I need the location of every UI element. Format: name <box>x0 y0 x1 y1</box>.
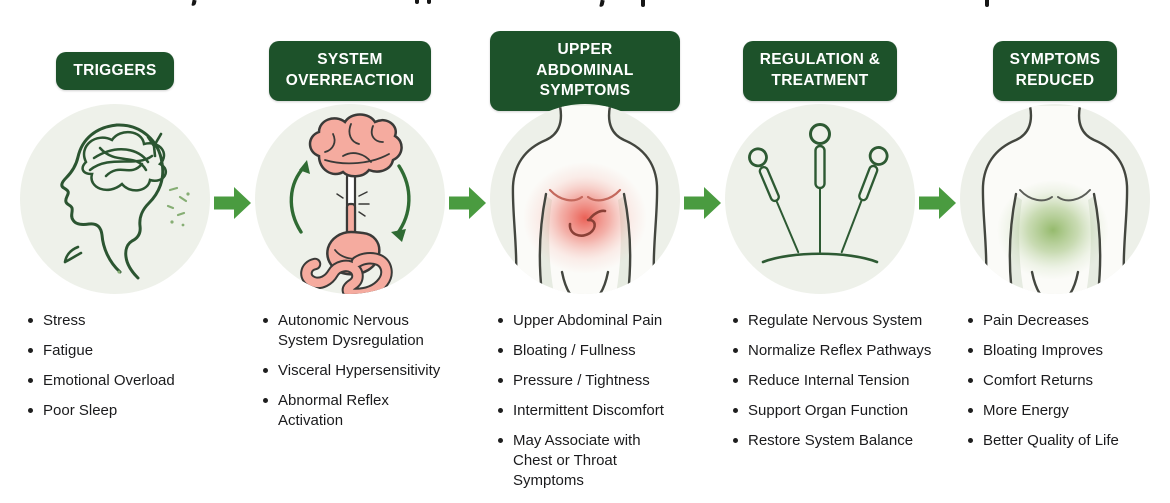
list-item: Autonomic Nervous System Dysregulation <box>263 311 440 351</box>
flow-arrow <box>210 38 255 220</box>
list-item: Fatigue <box>28 341 175 361</box>
bullet-dot <box>968 347 973 353</box>
list-item: Reduce Internal Tension <box>733 371 949 391</box>
stage-title-badge: UPPER ABDOMINAL SYMPTOMS <box>490 30 680 112</box>
bullet-dot <box>498 407 503 413</box>
list-item: Emotional Overload <box>28 371 175 391</box>
list-item: May Associate with Chest or Throat Sympt… <box>498 431 680 491</box>
list-item: Abnormal Reflex Activation <box>263 391 440 431</box>
flow-arrow <box>445 38 490 220</box>
clipped-title-fragment <box>191 0 197 7</box>
list-item: Bloating / Fullness <box>498 341 680 361</box>
stage-triggers: TRIGGERS <box>20 38 210 431</box>
flow-arrow <box>915 38 960 220</box>
list-item: Intermittent Discomfort <box>498 401 680 421</box>
bullet-dot <box>28 377 33 383</box>
list-item: Support Organ Function <box>733 401 949 421</box>
list-item: Normalize Reflex Pathways <box>733 341 949 361</box>
tangled-mind-head-icon <box>20 104 210 294</box>
stage-item-list: Stress Fatigue Emotional Overload Poor S… <box>20 311 175 431</box>
list-item: Upper Abdominal Pain <box>498 311 680 331</box>
brain-gut-axis-icon <box>255 104 445 294</box>
stage-title-badge: REGULATION & TREATMENT <box>742 41 898 101</box>
stage-item-list: Regulate Nervous System Normalize Reflex… <box>725 311 949 461</box>
stage-regulation-treatment: REGULATION & TREATMENT <box>725 38 931 461</box>
bullet-dot <box>263 367 268 373</box>
list-item: Restore System Balance <box>733 431 949 451</box>
bullet-dot <box>733 318 738 323</box>
list-item: Pain Decreases <box>968 311 1170 331</box>
list-item: Comfort Returns <box>968 371 1170 391</box>
process-flow: TRIGGERS <box>20 30 1150 501</box>
stage-symptoms-reduced: SYMPTOMS REDUCED <box>960 38 1150 461</box>
stage-item-list: Upper Abdominal Pain Bloating / Fullness… <box>490 311 680 501</box>
bullet-dot <box>498 318 503 323</box>
torso-green-relief-icon <box>960 104 1150 294</box>
bullet-dot <box>968 407 973 413</box>
list-item: Poor Sleep <box>28 401 175 421</box>
bullet-dot <box>968 437 973 443</box>
clipped-title-fragment <box>641 0 645 7</box>
flow-arrow <box>680 38 725 220</box>
torso-red-pain-icon <box>490 104 680 294</box>
clipped-title-fragment <box>415 0 419 4</box>
list-item: More Energy <box>968 401 1170 421</box>
right-arrow-icon <box>683 187 721 219</box>
stage-title-badge: SYMPTOMS REDUCED <box>992 41 1118 101</box>
stage-system-overreaction: SYSTEM OVERREACTION <box>255 38 445 441</box>
bullet-dot <box>263 397 268 403</box>
bullet-dot <box>968 318 973 323</box>
bullet-dot <box>28 347 33 353</box>
stage-title-badge: TRIGGERS <box>56 51 174 91</box>
right-arrow-icon <box>213 187 251 219</box>
acupuncture-needles-icon <box>725 104 915 294</box>
bullet-dot <box>733 377 738 383</box>
bullet-dot <box>968 377 973 383</box>
list-item: Bloating Improves <box>968 341 1170 361</box>
stage-item-list: Pain Decreases Bloating Improves Comfort… <box>960 311 1170 461</box>
list-item: Stress <box>28 311 175 331</box>
clipped-title-fragment <box>599 0 605 8</box>
clipped-title-fragment <box>427 0 431 4</box>
bullet-dot <box>498 347 503 353</box>
bullet-dot <box>733 437 738 443</box>
stage-item-list: Autonomic Nervous System Dysregulation V… <box>255 311 440 441</box>
bullet-dot <box>733 407 738 413</box>
bullet-dot <box>733 347 738 353</box>
clipped-title-fragment <box>985 0 989 7</box>
list-item: Visceral Hypersensitivity <box>263 361 440 381</box>
bullet-dot <box>28 318 33 323</box>
bullet-dot <box>263 318 268 323</box>
right-arrow-icon <box>918 187 956 219</box>
bullet-dot <box>498 377 503 383</box>
right-arrow-icon <box>448 187 486 219</box>
list-item: Regulate Nervous System <box>733 311 949 331</box>
bullet-dot <box>28 407 33 413</box>
list-item: Pressure / Tightness <box>498 371 680 391</box>
bullet-dot <box>498 437 503 443</box>
stage-title-badge: SYSTEM OVERREACTION <box>268 41 432 101</box>
list-item: Better Quality of Life <box>968 431 1170 451</box>
stage-upper-abdominal-symptoms: UPPER ABDOMINAL SYMPTOMS <box>490 30 680 501</box>
